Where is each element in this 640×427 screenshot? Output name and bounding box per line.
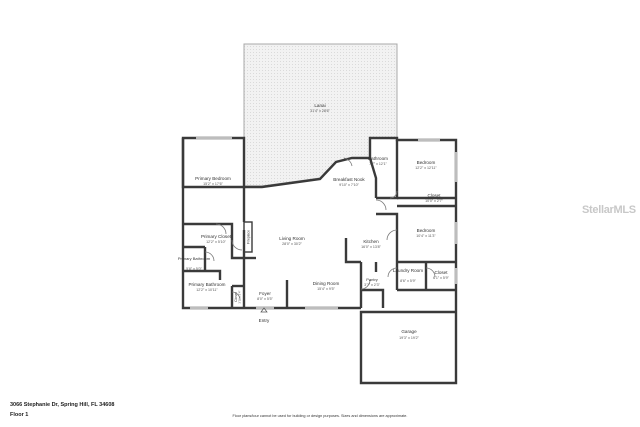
laundry-label: Laundry Room xyxy=(393,268,423,273)
bedroom-top-label: Bedroom xyxy=(417,160,436,165)
laundry-dims: 8'6" x 5'9" xyxy=(400,279,416,283)
foyer-label: Foyer xyxy=(259,291,271,296)
garage-dims: 19'3" x 19'2" xyxy=(399,336,419,340)
closet-small-dims: 6'1" x 5'9" xyxy=(433,276,449,280)
bedroom-top-dims: 12'2" x 12'11" xyxy=(415,166,437,170)
disclaimer: Floor plans/tour cannot be used for buil… xyxy=(232,414,408,418)
kitchen-dims: 16'0" x 13'8" xyxy=(361,245,381,249)
primary-bathroom-dims: 12'2" x 10'11" xyxy=(196,288,218,292)
living-room-dims: 28'0" x 30'2" xyxy=(282,242,302,246)
windows xyxy=(190,136,458,310)
primary-bathroom-label: Primary Bathroom xyxy=(188,282,225,287)
garage-label: Garage xyxy=(401,329,417,334)
entry-marker xyxy=(260,307,268,313)
pantry-label: Pantry xyxy=(366,277,378,282)
interior-walls xyxy=(183,140,456,308)
lanai-dims: 31'4" x 28'6" xyxy=(310,109,330,113)
bathroom-label: Bathroom xyxy=(368,156,388,161)
closet-small-label: Closet xyxy=(434,270,448,275)
closet-foyer-dims: 3'1" x 2'4" xyxy=(238,290,242,303)
primary-bedroom-dims: 15'2" x 17'6" xyxy=(203,182,223,186)
property-address: 3066 Stephanie Dr, Spring Hill, FL 34608 xyxy=(10,402,115,408)
lanai-label: Lanai xyxy=(314,103,325,108)
bathroom-dims: 7'7" x 12'1" xyxy=(369,162,387,166)
breakfast-nook-dims: 9'10" x 7'10" xyxy=(339,183,359,187)
living-room-label: Living Room xyxy=(279,236,305,241)
bedroom-mid-label: Bedroom xyxy=(417,228,436,233)
primary-closet-dims: 12'2" x 5'10" xyxy=(206,240,226,244)
breakfast-nook-label: Breakfast Nook xyxy=(333,177,365,182)
dining-room-label: Dining Room xyxy=(313,281,340,286)
primary-bathroom-small-label: Primary Bathroom xyxy=(178,256,211,261)
closet-right-dims: 10'0" x 2'7" xyxy=(425,199,443,203)
fireplace-label: Fireplace xyxy=(247,230,251,244)
entry-label: Entry xyxy=(259,318,270,323)
kitchen-label: Kitchen xyxy=(363,239,379,244)
room-labels: Lanai 31'4" x 28'6" Primary Bedroom 15'2… xyxy=(178,103,450,340)
primary-closet-label: Primary Closet xyxy=(201,234,232,239)
primary-bathroom-small-dims: 5'8" x 5'0" xyxy=(186,267,202,271)
closet-right-label: Closet xyxy=(427,193,441,198)
pantry-dims: 3'7" x 2'3" xyxy=(364,283,380,287)
foyer-dims: 8'0" x 5'5" xyxy=(257,297,273,301)
fireplace-box xyxy=(243,221,253,253)
bedroom-mid-dims: 10'4" x 11'3" xyxy=(416,234,436,238)
floor-label: Floor 1 xyxy=(10,412,29,418)
closet-foyer-label: Closet xyxy=(234,292,238,302)
watermark-logo: StellarMLS xyxy=(582,204,636,216)
door-swings xyxy=(204,157,436,301)
dining-room-dims: 15'4" x 9'5" xyxy=(317,287,335,291)
primary-bedroom-label: Primary Bedroom xyxy=(195,176,231,181)
